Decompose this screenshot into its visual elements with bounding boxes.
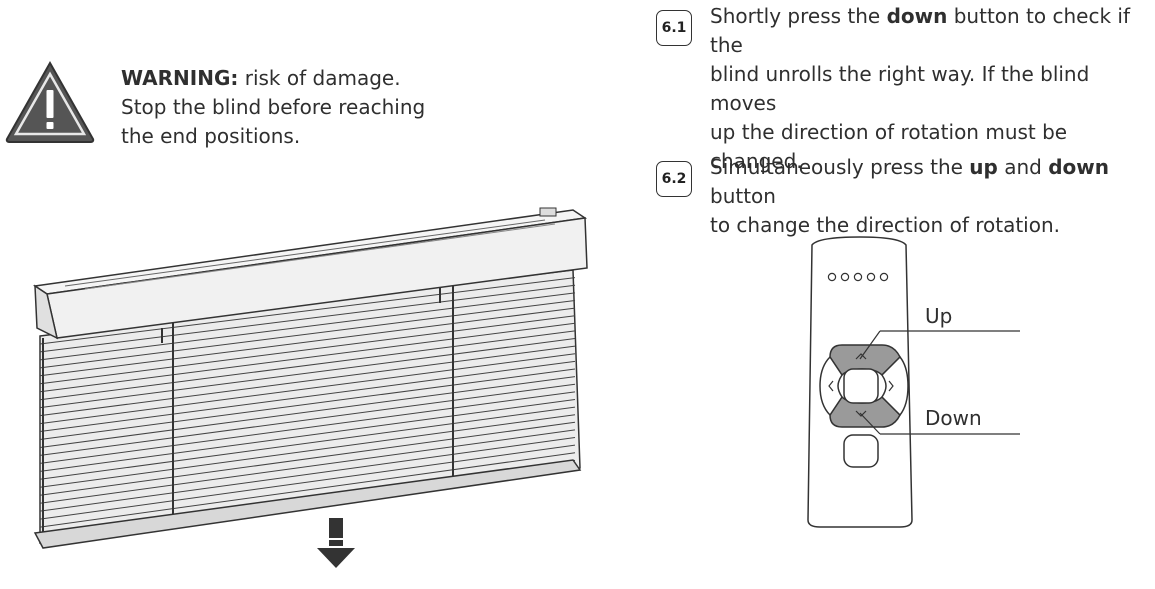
slat-line (39, 437, 576, 512)
up-callout-line (859, 330, 881, 360)
slat-line (39, 376, 576, 448)
slat-line (39, 330, 576, 401)
indicator-led (879, 272, 889, 282)
warning-title: WARNING: (121, 66, 239, 90)
slat-line (39, 292, 576, 361)
slat-line (39, 345, 576, 417)
indicator-led (853, 272, 863, 282)
step2-line2: to change the direction of rotation. (710, 213, 1060, 237)
slat-line (39, 429, 576, 504)
headrail (32, 207, 588, 343)
step-text-6-1: Shortly press the down button to check i… (710, 2, 1150, 176)
slat-line (39, 414, 576, 488)
step1-line1-post: button to check if the (710, 4, 1131, 57)
chevron-up-icon (855, 353, 867, 360)
step-badge-6-2: 6.2 (656, 161, 692, 197)
slat-line (39, 307, 576, 377)
chevron-down-icon (855, 410, 867, 417)
step2-line1-pre: Simultaneously press the (710, 155, 970, 179)
warning-text: WARNING: risk of damage. Stop the blind … (121, 64, 441, 151)
down-label: Down (925, 406, 982, 430)
stop-button[interactable] (843, 368, 879, 404)
indicator-led (840, 272, 850, 282)
slat-line (39, 421, 576, 496)
slat-line (39, 391, 576, 464)
down-callout-line (859, 412, 881, 435)
left-button[interactable] (819, 355, 843, 417)
bottom-rail (33, 459, 582, 549)
step2-up-keyword: up (969, 155, 998, 179)
indicator-led (827, 272, 837, 282)
slat-line (39, 368, 576, 440)
slat-line (39, 322, 576, 393)
warning-triangle-icon (5, 60, 95, 143)
slat-line (39, 406, 576, 480)
warning-line2: Stop the blind before reaching (121, 95, 426, 119)
step-text-6-2: Simultaneously press the up and down but… (710, 153, 1155, 240)
slat-line (39, 353, 576, 425)
warning-line1: risk of damage. (238, 66, 401, 90)
step2-line1-mid: and (997, 155, 1049, 179)
step1-line1-pre: Shortly press the (710, 4, 887, 28)
up-label: Up (925, 304, 953, 328)
indicator-leds (827, 272, 889, 282)
right-button[interactable] (881, 355, 909, 417)
secondary-button[interactable] (843, 434, 879, 468)
chevron-left-icon (828, 380, 834, 392)
down-arrow-icon (317, 518, 355, 568)
step2-line1-post: button (710, 184, 776, 208)
slat-line (39, 338, 576, 409)
indicator-led (866, 272, 876, 282)
blind-slats (39, 269, 581, 544)
slat-line (39, 284, 576, 353)
slat-line (39, 277, 576, 345)
slat-line (39, 444, 576, 520)
slat-line (39, 299, 576, 369)
slat-line (39, 360, 576, 433)
warning-line3: the end positions. (121, 124, 301, 148)
step1-down-keyword: down (886, 4, 948, 28)
blind-illustration (32, 207, 588, 568)
step1-line2: blind unrolls the right way. If the blin… (710, 62, 1090, 115)
slat-line (39, 383, 576, 456)
chevron-right-icon (888, 380, 894, 392)
slat-line (39, 315, 576, 385)
step1-line3: up the direction of rotation must be cha… (710, 120, 1068, 173)
step2-down-keyword: down (1048, 155, 1109, 179)
slat-line (39, 452, 576, 528)
slat-line (39, 398, 576, 472)
remote-control (807, 236, 1020, 528)
step-badge-6-1: 6.1 (656, 10, 692, 46)
